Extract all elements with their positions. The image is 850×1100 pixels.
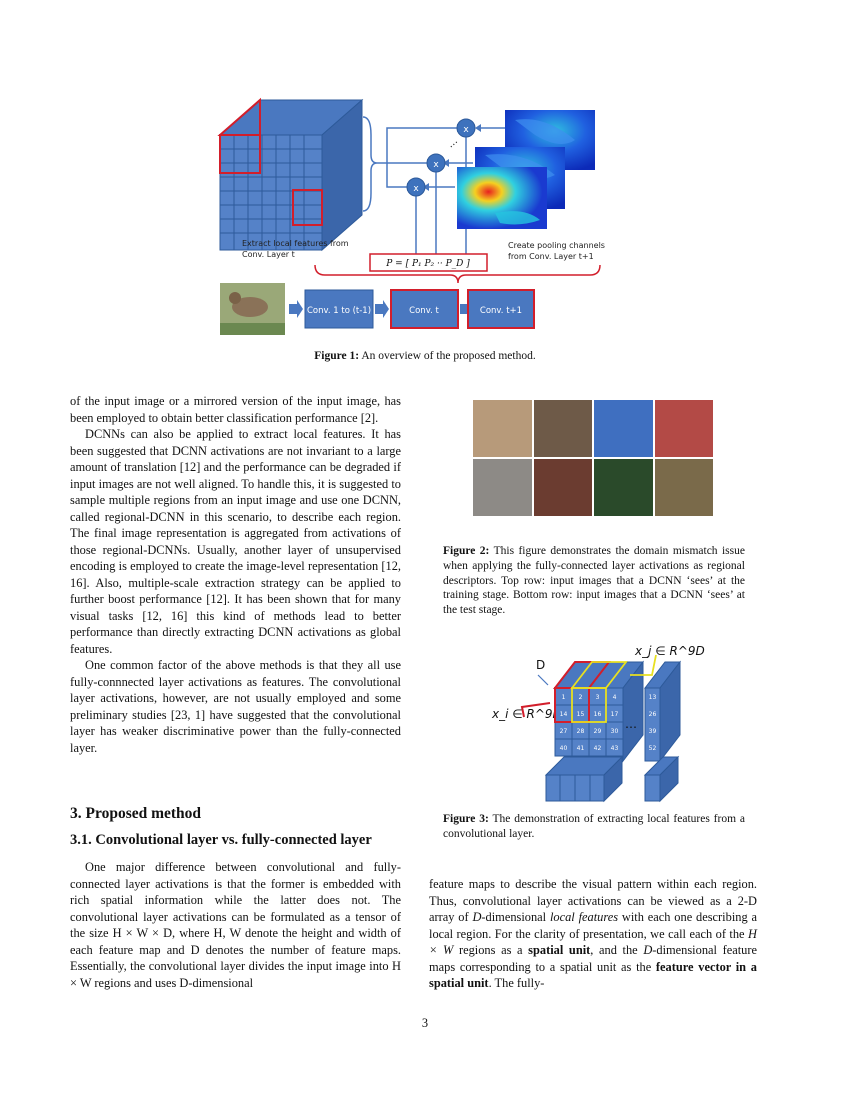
side-unit-number: 39 [649,728,657,735]
svg-text:Conv. t: Conv. t [409,306,439,316]
multiply-node-3: x [406,177,426,197]
figure-1-diagram: x x x ⋯ Extract local features from Conv… [217,97,605,335]
side-unit-number: 26 [649,711,657,718]
svg-text:x_i ∈ R^9D: x_i ∈ R^9D [491,707,562,721]
spatial-unit-number: 43 [611,745,619,752]
multiply-node-1: x [456,118,476,138]
side-unit-number: 13 [649,694,657,701]
svg-text:x: x [433,160,439,170]
multiply-node-2: x [426,153,446,173]
paragraph-5: feature maps to describe the visual patt… [429,877,757,990]
svg-text:x: x [413,184,419,194]
spatial-unit-number: 14 [560,711,568,718]
training-image-harmonica [654,400,713,457]
page-number: 3 [421,1016,429,1030]
svg-text:from Conv. Layer t+1: from Conv. Layer t+1 [508,252,594,261]
spatial-unit-number: 29 [594,728,602,735]
box-conv-t-plus-1 [467,289,535,329]
red-brace [314,264,601,284]
feature-bracket [362,116,378,212]
svg-text:⋯: ⋯ [447,137,462,152]
spatial-unit-cell [605,738,624,757]
conv-layer-t-tensor [217,97,364,252]
paragraph-2: DCNNs can also be applied to extract loc… [70,427,401,656]
figure-3-caption: Figure 3: The demonstration of extractin… [443,813,746,840]
box-conv-1-to-t-1 [304,289,374,329]
svg-text:Extract local features from: Extract local features from [242,239,349,248]
spatial-unit-number: 41 [577,745,585,752]
section-heading: 3. Proposed method [70,805,202,822]
test-image-patch-4 [654,459,713,516]
left-column-top: of the input image or a mirrored version… [70,393,401,756]
spatial-unit-number: 27 [560,728,568,735]
svg-text:Conv. 1 to (t-1): Conv. 1 to (t-1) [307,306,371,316]
paragraph-4: One major difference between convolution… [70,860,401,990]
spatial-unit-number: 42 [594,745,602,752]
spatial-unit-number: 40 [560,745,568,752]
svg-text:D: D [536,658,545,672]
svg-text:Conv. t+1: Conv. t+1 [480,306,522,316]
spatial-unit-number: 4 [613,694,617,701]
figure-2-caption: Figure 2: This figure demonstrates the d… [443,545,745,617]
svg-text:x_j ∈ R^9D: x_j ∈ R^9D [634,644,705,658]
input-bird-image [220,283,285,335]
spatial-unit-number: 17 [611,711,619,718]
box-conv-t [390,289,459,329]
spatial-unit-number: 2 [579,694,583,701]
spatial-unit-number: 3 [596,694,600,701]
spatial-unit-number: 16 [594,711,602,718]
test-image-patch-1 [473,459,532,516]
paragraph-1: of the input image or a mirrored version… [70,394,401,425]
training-image-tower [594,400,653,457]
test-image-patch-3 [594,459,653,516]
svg-text:Create pooling channels: Create pooling channels [508,241,605,250]
spatial-unit-number: 15 [577,711,585,718]
pooling-channel-heatmaps [457,110,595,229]
svg-text:P = [ P₁ P₂ ·· P_D ]: P = [ P₁ P₂ ·· P_D ] [385,259,470,269]
figure-1-caption: Figure 1: An overview of the proposed me… [314,350,536,362]
svg-text:Conv. Layer t: Conv. Layer t [242,250,295,259]
test-image-patch-2 [533,459,592,516]
spatial-grid: 1 2 3 4 14 15 16 17 27 28 29 30 40 41 42 43 [554,687,624,757]
training-image-dog [473,400,532,457]
spatial-unit-number: 1 [562,694,566,701]
spatial-unit-number: 28 [577,728,585,735]
left-column-bottom: One major difference between convolution… [70,859,401,991]
spatial-unit-number: 30 [611,728,619,735]
subsection-heading: 3.1. Convolutional layer vs. fully-conne… [70,832,372,848]
svg-text:x: x [463,125,469,135]
svg-text:⋯: ⋯ [625,720,637,734]
figure-2-image-grid [473,400,713,516]
paragraph-3: One common factor of the above methods i… [70,658,401,755]
side-unit-number: 52 [649,745,657,752]
right-column-text: feature maps to describe the visual patt… [429,876,757,992]
training-image-person [533,400,592,457]
